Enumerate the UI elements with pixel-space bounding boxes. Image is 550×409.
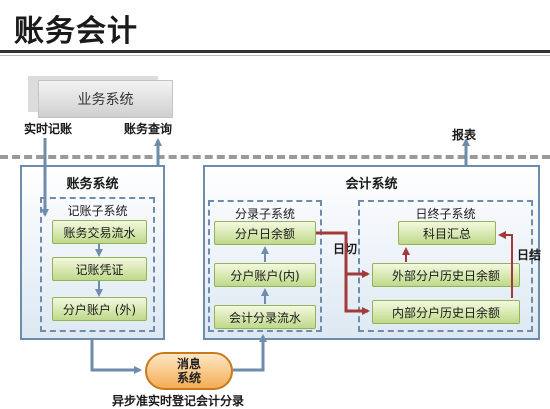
title-divider [0, 50, 550, 53]
daily-cut-label: 日切 [333, 242, 358, 256]
accounting-system-title: 会计系统 [345, 177, 398, 192]
eod-subsystem-title: 日终子系统 [415, 207, 476, 221]
account-system-title: 账务系统 [66, 177, 119, 192]
business-system-box: 业务系统 [38, 80, 173, 118]
async-posting-label: 异步准实时登记会计分录 [112, 394, 245, 408]
ledger-item-transaction-flow: 账务交易流水 [52, 220, 147, 244]
eod-item-external-history-balance: 外部分户历史日余额 [372, 263, 520, 287]
message-system-capsule: 消息 系统 [145, 352, 233, 390]
realtime-posting-label: 实时记账 [24, 122, 73, 136]
arrow-message-to-accounting [233, 334, 267, 372]
entry-item-internal-account: 分户账户(内) [214, 263, 316, 287]
ledger-item-voucher: 记账凭证 [52, 257, 147, 281]
entry-item-daily-balance: 分户日余额 [214, 221, 316, 245]
arrow-ledger-to-message [90, 340, 142, 374]
eod-item-subject-summary: 科目汇总 [398, 221, 496, 245]
ledger-item-external-account: 分户账户 (外) [52, 297, 147, 321]
system-boundary-line [0, 155, 550, 159]
report-label: 报表 [452, 128, 477, 142]
eod-item-internal-history-balance: 内部分户历史日余额 [372, 300, 520, 324]
account-query-label: 账务查询 [124, 122, 173, 136]
ledger-subsystem-title: 记账子系统 [67, 204, 128, 218]
message-system-line2: 系统 [176, 371, 201, 385]
daily-close-label: 日结 [517, 248, 542, 262]
entry-item-accounting-entries: 会计分录流水 [214, 305, 316, 329]
entry-subsystem-title: 分录子系统 [234, 207, 295, 221]
page-title: 账务会计 [14, 14, 138, 49]
title-divider-thin [0, 55, 550, 56]
message-system-line1: 消息 [176, 357, 201, 371]
ledger-subsystem-panel: 记账子系统 [40, 197, 155, 332]
business-system-label: 业务系统 [77, 92, 134, 108]
